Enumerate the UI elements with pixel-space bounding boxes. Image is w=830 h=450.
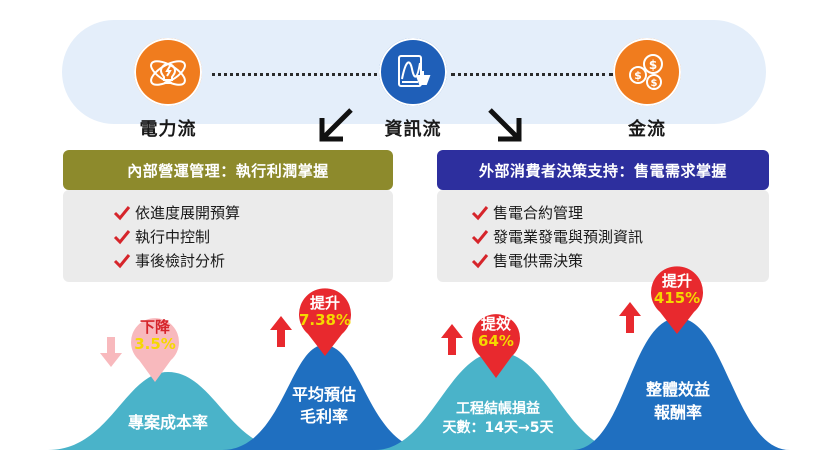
badge-direction-label: 提升 <box>661 272 692 290</box>
gross-margin-label: 平均預估 毛利率 <box>262 384 386 428</box>
cost-rate-label: 專案成本率 <box>127 413 208 432</box>
badge-value: 415% <box>653 289 701 307</box>
badge-value: 64% <box>478 332 514 350</box>
external-decision-header: 外部消費者決策支持：售電需求掌握 <box>437 150 769 190</box>
item-label: 售電合約管理 <box>493 204 584 222</box>
list-item: 售電供需決策 <box>471 250 583 271</box>
label-line: 天數：14天→5天 <box>442 420 554 436</box>
decrease-badge-pin <box>131 318 179 382</box>
list-item: 事後檢討分析 <box>113 250 225 271</box>
external-items-panel: 售電合約管理 發電業發電與預測資訊 售電供需決策 <box>437 190 769 282</box>
item-label: 執行中控制 <box>135 228 211 246</box>
badge-value: 7.38% <box>298 311 352 329</box>
metrics-mountains <box>48 318 790 450</box>
increase-badge-text: 提升 7.38% <box>292 295 358 329</box>
down-arrow-icon <box>100 337 122 367</box>
arrow-down-left-icon <box>319 108 353 142</box>
info-flow-label: 資訊流 <box>384 119 442 140</box>
up-arrow-icon <box>619 302 641 333</box>
svg-text:$: $ <box>634 69 642 82</box>
internal-items-panel: 依進度展開預算 執行中控制 事後檢討分析 <box>63 190 393 282</box>
mountain-settlement-days <box>375 352 622 450</box>
money-flow-label: 金流 <box>628 119 666 140</box>
internal-management-header: 內部營運管理：執行利潤掌握 <box>63 150 393 190</box>
label-line: 報酬率 <box>653 403 702 422</box>
svg-text:$: $ <box>649 58 657 72</box>
list-item: 售電合約管理 <box>471 202 583 223</box>
roi-label: 整體效益 報酬率 <box>612 378 744 424</box>
label-line: 平均預估 <box>291 385 356 404</box>
label-line: 整體效益 <box>645 380 710 399</box>
info-flow-node <box>379 38 447 106</box>
mountain-cost-rate <box>48 372 290 450</box>
item-label: 依進度展開預算 <box>135 204 241 222</box>
item-label: 事後檢討分析 <box>135 252 226 270</box>
badge-direction-label: 提效 <box>480 315 511 333</box>
list-item: 執行中控制 <box>113 226 210 247</box>
increase-badge-pin <box>299 288 351 356</box>
power-flow-label: 電力流 <box>139 119 197 140</box>
power-flow-node <box>134 38 202 106</box>
settlement-days-label: 工程結帳損益 天數：14天→5天 <box>420 400 576 438</box>
item-label: 發電業發電與預測資訊 <box>493 228 644 246</box>
list-item: 依進度展開預算 <box>113 202 240 223</box>
mountain-roi <box>572 318 790 450</box>
roi-badge-pin <box>651 266 703 334</box>
list-item: 發電業發電與預測資訊 <box>471 226 643 247</box>
badge-direction-label: 提升 <box>309 294 340 312</box>
efficiency-badge-text: 提效 64% <box>468 316 524 350</box>
label-line: 毛利率 <box>299 407 348 426</box>
item-label: 售電供需決策 <box>493 252 584 270</box>
mountain-gross-margin <box>222 345 430 450</box>
roi-badge-text: 提升 415% <box>647 273 707 307</box>
checkmark-icon <box>113 229 131 244</box>
coins-icon: $ $ $ <box>629 54 663 90</box>
checkmark-icon <box>113 253 131 268</box>
efficiency-badge-pin <box>472 314 520 378</box>
checkmark-icon <box>113 205 131 220</box>
label-line: 工程結帳損益 <box>456 401 540 417</box>
up-arrow-icon <box>441 324 463 355</box>
up-arrow-icon <box>270 316 292 347</box>
badge-direction-label: 下降 <box>139 318 170 336</box>
decrease-badge-text: 下降 3.5% <box>127 319 183 353</box>
arrow-down-right-icon <box>488 108 522 142</box>
svg-text:$: $ <box>651 78 658 89</box>
checkmark-icon <box>471 205 489 220</box>
checkmark-icon <box>471 253 489 268</box>
badge-value: 3.5% <box>134 335 176 353</box>
flow-connector-right <box>451 73 613 76</box>
flow-connector-left <box>212 73 377 76</box>
checkmark-icon <box>471 229 489 244</box>
lightbulb-atom-icon <box>150 60 186 86</box>
money-flow-node: $ $ $ <box>613 38 681 106</box>
document-chart-icon <box>398 55 431 87</box>
